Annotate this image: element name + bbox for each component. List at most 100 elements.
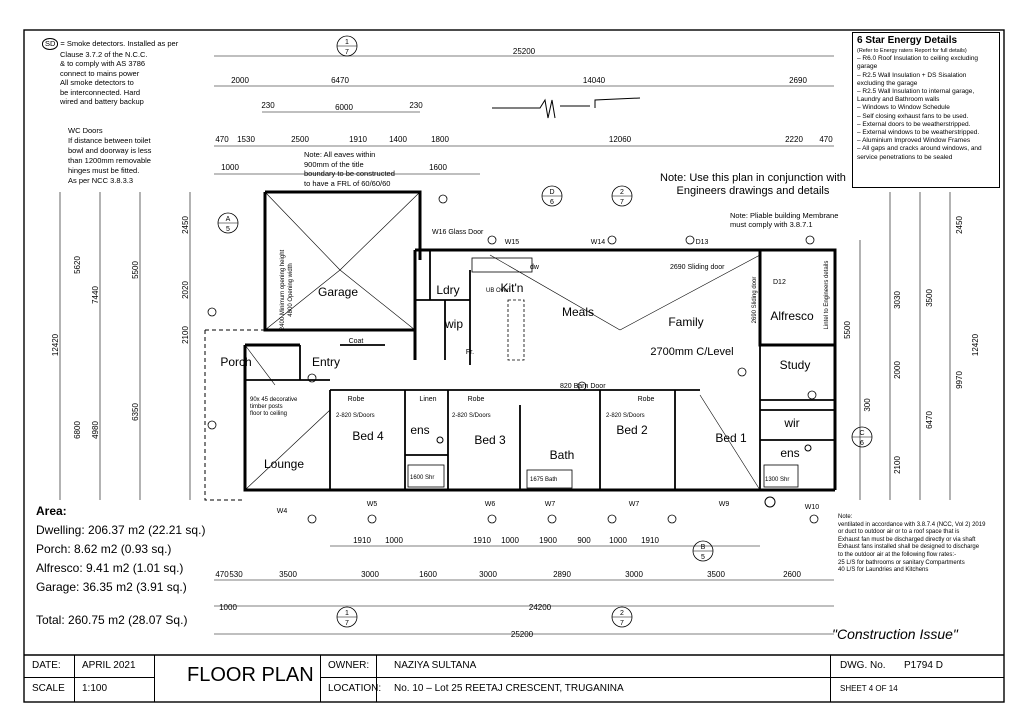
posts-note: 90x 45 decorative timber posts floor to … [250,397,297,418]
sd-doors-2: 2-820 S/Doors [452,413,491,419]
vent-line-2: or duct to outdoor air or to a roof spac… [838,529,960,536]
energy-item-0: – R6.0 Roof Insulation to ceiling exclud… [857,55,979,71]
marker-c-top: C [859,430,864,437]
interior-walls [245,250,835,490]
room-coat: Coat [349,338,364,345]
north-arrow-icon [492,97,641,119]
posts-line-2: floor to ceiling [250,411,288,417]
engineers-line-0: Note: Use this plan in conjunction with [660,172,846,184]
room-bed1: Bed 1 [715,431,747,445]
garage-opening-note-2: 4800 Opening width [288,263,294,316]
smoke-detector-symbol: SD [42,38,59,50]
dim-top-4d: 2500 [291,135,309,144]
ceiling-level: 2700mm C/Level [650,346,733,358]
sd-doors-3: 2-820 S/Doors [606,413,645,419]
dim-bot-1b: 1000 [385,536,403,545]
room-ens-2: ens [780,446,799,460]
dim-bot-2h: 3000 [625,570,643,579]
dim-bot-1a: 1910 [353,536,371,545]
marker-b-top: B [701,544,706,551]
posts-line-1: timber posts [250,404,283,410]
dim-bot-1h: 1910 [641,536,659,545]
room-porch: Porch [220,355,251,369]
dim-bot-2d: 3000 [361,570,379,579]
window-w6: W6 [485,501,496,508]
dim-top-4o: 470 [819,135,833,144]
window-w4: W4 [277,508,288,515]
area-dwelling: Dwelling: 206.37 m2 (22.21 sq.) [36,523,206,537]
dim-right-d9: 2100 [893,456,902,474]
d12-label: D12 [773,279,786,286]
marker-b-bottom: 5 [701,554,705,561]
dim-top-4f: 1910 [349,135,367,144]
marker-a-top: A [226,216,231,223]
marker-2-bottom: 7 [620,199,624,206]
smoke-line-5: be interconnected. Hard [60,87,141,97]
kitchen-island [507,299,525,361]
marker-1b-bottom: 7 [345,620,349,627]
title-block [24,655,1004,702]
dim-bot-4a: 1000 [219,603,237,612]
eaves-line-2: boundary to be constructed [304,169,395,178]
dim-right-a2: 9970 [955,371,964,389]
dim-left-a2: 6800 [73,421,82,439]
eaves-line-0: Note: All eaves within [304,150,376,159]
wc-line-4: As per NCC 3.8.3.3 [68,176,134,185]
dim-right-d2: 3030 [893,291,902,309]
eaves-line-3: to have a FRL of 60/60/60 [304,178,391,188]
date-label: DATE: [32,660,61,671]
marker-2b-top: 2 [620,610,624,617]
dim-bot-2c: 3500 [279,570,297,579]
dim-top-4j: 1800 [431,135,449,144]
sheet-border [23,29,1005,703]
dim-right-d6: 300 [863,398,872,412]
room-entry: Entry [312,355,340,369]
dim-bot-2b: 530 [229,570,243,579]
drawing-number: P1794 D [904,660,943,671]
energy-title: 6 Star Energy Details [857,35,958,46]
vent-line-5: to the outdoor air at the following flow… [838,551,957,558]
robe-bed2: Robe [638,396,655,403]
dim-right-overall: 12420 [971,333,980,356]
room-laundry: Ldry [436,283,459,297]
detail-callouts [207,194,819,524]
dim-left-a1: 5620 [73,256,82,274]
dim-top-4l: 12060 [609,135,632,144]
window-d13: D13 [696,239,709,246]
glass-door-label: W16 Glass Door [432,229,484,236]
bath-tub [526,469,573,489]
roof-hip-lines [244,191,761,491]
energy-item-1: – R2.5 Wall Insulation + DS Sisalation e… [857,71,967,87]
owner-label: OWNER: [328,660,370,671]
garage-opening-note-1: 2400 Minimum opening height [280,249,286,330]
dim-bot-2g: 2890 [553,570,571,579]
dim-bot-1c: 1910 [473,536,491,545]
window-w5: W5 [367,501,378,508]
marker-2-top: 2 [620,189,624,196]
window-w10: W10 [805,504,820,511]
building-walls [243,190,837,492]
room-wir: wir [783,416,799,430]
eaves-note: Note: All eaves within 900mm of the titl… [304,150,395,188]
vent-line-4: Exhaust fans installed shall be designed… [838,544,980,551]
toilet-outside [764,496,776,508]
area-garage: Garage: 36.35 m2 (3.91 sq.) [36,580,187,594]
smoke-detector-symbols [307,367,817,400]
energy-item-6: – External windows to be weatherstripped… [857,129,980,137]
robe-bed4: Robe [348,396,365,403]
dim-left-b1: 7440 [91,286,100,304]
room-bed2: Bed 2 [616,423,648,437]
room-meals: Meals [562,305,594,319]
posts-line-0: 90x 45 decorative [250,397,298,403]
smoke-line-1: Clause 3.7.2 of the N.C.C. [60,49,148,59]
dim-top-4b: 1530 [237,135,255,144]
area-title: Area: [36,504,67,518]
room-linen: Linen [419,396,436,403]
energy-item-3: – Windows to Window Schedule [857,104,950,112]
toilet-1 [436,436,444,444]
vent-line-3: Exhaust fan must be discharged directly … [838,536,976,543]
dim-bot-1e: 1900 [539,536,557,545]
dim-left-b2: 4980 [91,421,100,439]
bath-size-label: 1675 Bath [530,477,557,483]
eaves-line-1: 900mm of the title [304,159,364,169]
